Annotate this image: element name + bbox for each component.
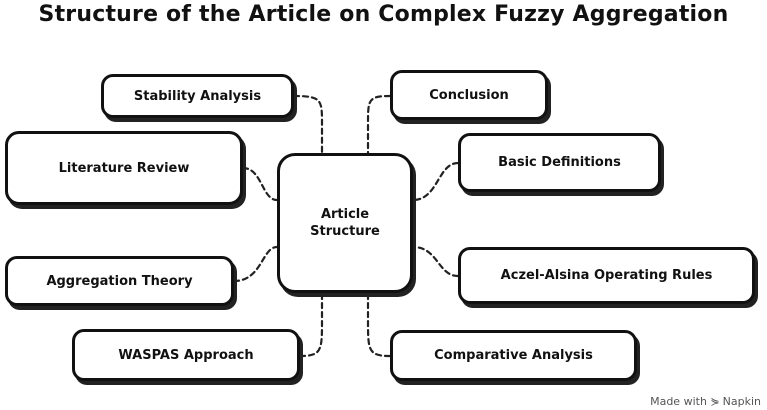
diagram-title: Structure of the Article on Complex Fuzz…: [38, 2, 729, 27]
node-label: Literature Review: [58, 160, 190, 176]
watermark-prefix: Made with: [650, 395, 707, 408]
connector-basic-definitions: [411, 161, 460, 202]
node-label: Aczel-Alsina Operating Rules: [500, 268, 713, 283]
node-waspas-approach: WASPAS Approach: [72, 329, 300, 381]
node-label: Comparative Analysis: [434, 348, 593, 363]
center-label-line1: Article: [320, 207, 370, 222]
node-conclusion: Conclusion: [390, 70, 548, 120]
napkin-logo-icon: ⋟: [710, 395, 720, 408]
connector-comparative: [366, 291, 392, 358]
node-label: Stability Analysis: [133, 88, 262, 104]
node-aczel-alsina-rules: Aczel-Alsina Operating Rules: [458, 247, 755, 304]
node-stability-analysis: Stability Analysis: [101, 74, 294, 118]
connector-waspas: [298, 291, 324, 358]
node-label: Aggregation Theory: [46, 273, 193, 289]
connector-conclusion: [366, 94, 392, 155]
node-label: Conclusion: [429, 87, 509, 103]
connector-aggregation: [232, 245, 279, 283]
napkin-watermark: Made with ⋟Napkin: [650, 395, 761, 408]
node-literature-review: Literature Review: [5, 131, 243, 205]
watermark-brand: Napkin: [722, 395, 761, 408]
node-aggregation-theory: Aggregation Theory: [5, 256, 234, 306]
connector-literature: [241, 166, 279, 202]
connector-aczel: [411, 245, 460, 278]
node-basic-definitions: Basic Definitions: [458, 133, 661, 192]
node-label: WASPAS Approach: [118, 347, 254, 363]
connector-stability: [292, 94, 324, 155]
node-comparative-analysis: Comparative Analysis: [390, 330, 637, 381]
node-label: Basic Definitions: [498, 155, 621, 170]
article-structure-node: Article Structure: [277, 153, 413, 293]
center-label-line2: Structure: [310, 224, 380, 239]
